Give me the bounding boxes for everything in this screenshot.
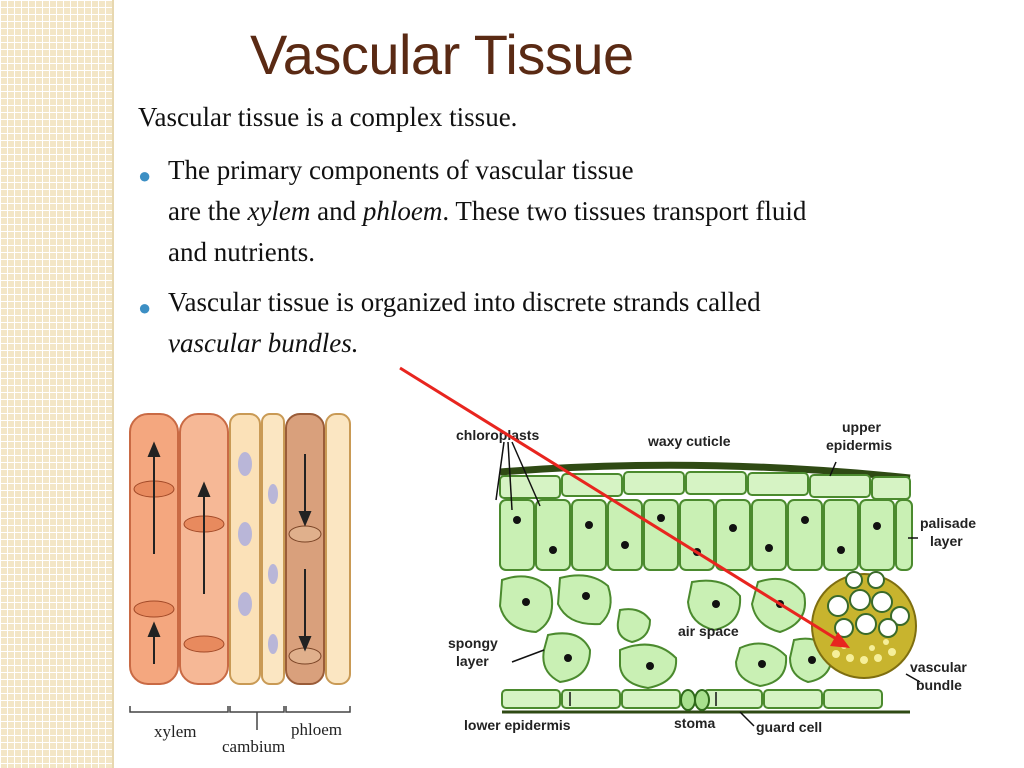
xylem-label: xylem [154,722,197,741]
spongy-layer-label: layer [456,653,489,669]
xylem-term: xylem [247,196,311,226]
palisade-label: layer [930,533,963,549]
spongy-layer-cells [498,574,834,690]
cambium-cells [229,413,285,685]
bullet-line: are the xylem and phloem. These two tiss… [168,191,988,232]
bullet-text: and [310,196,363,226]
bullet-line: and nutrients. [168,237,315,267]
slide-title: Vascular Tissue [250,23,634,86]
sieve-plate [133,600,175,618]
upper-epidermis-label: upper [842,419,881,435]
bullet-text: are the [168,196,248,226]
chloroplasts-label: chloroplasts [456,427,539,443]
vascular-bundle-label: vascular [910,659,967,675]
stoma-label: stoma [674,715,715,731]
palisade-label: palisade [920,515,976,531]
bullet-dot-icon: ● [138,163,152,188]
intro-text: Vascular tissue is a complex tissue. [138,102,518,132]
sieve-plate [183,635,225,653]
guard-cell [680,689,696,711]
palisade-layer-cells [499,499,913,571]
sieve-plate [288,525,322,543]
leaf-cross-section-illustration: chloroplasts waxy cuticle upper epidermi… [448,419,976,735]
upper-epidermis-label: epidermis [826,437,892,453]
vascular-bundle [811,571,917,679]
waxy-cuticle-label: waxy cuticle [647,433,731,449]
bullet-line: Vascular tissue is organized into discre… [168,287,761,317]
flow-arrows [147,441,312,664]
side-divider [112,0,114,768]
label-brackets [129,706,351,730]
companion-cell [325,413,351,685]
guard-cell-label: guard cell [756,719,822,735]
lower-epidermis-label: lower epidermis [464,717,571,733]
bullet-line: vascular bundles. [168,323,988,364]
vascular-bundles-term: vascular bundles. [168,328,359,358]
decorative-side-strip [0,0,112,768]
cambium-label: cambium [222,737,285,756]
vascular-bundle-label: bundle [916,677,962,693]
bullet-text: . These two tissues transport fluid [442,196,807,226]
lower-epidermis-cells [501,689,883,709]
stem-vascular-illustration: xylem cambium phloem [129,413,351,756]
phloem-label: phloem [291,720,342,739]
air-space-label: air space [678,623,739,639]
spongy-layer-label: spongy [448,635,498,651]
upper-epidermis-cells [499,471,911,500]
phloem-sieve-tube [285,413,325,685]
bullet-dot-icon: ● [138,295,152,320]
bullet-line: The primary components of vascular tissu… [168,155,634,185]
phloem-term: phloem [362,196,443,226]
guard-cell [694,689,710,711]
